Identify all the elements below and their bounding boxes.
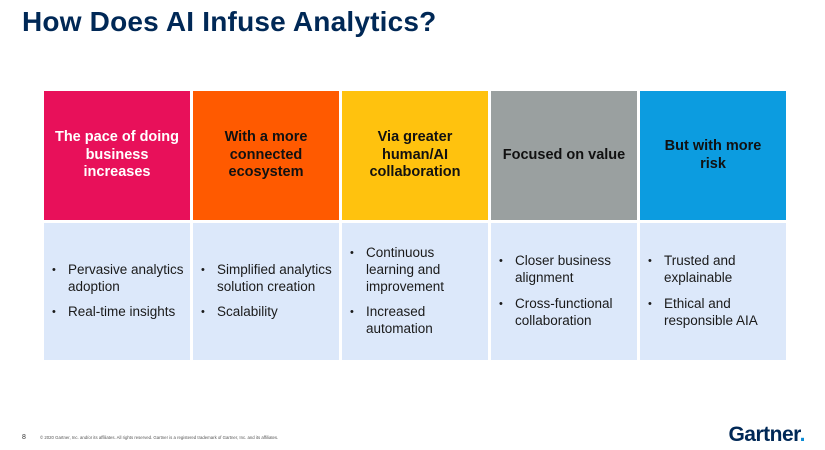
column: Focused on value Closer business alignme… <box>491 91 637 360</box>
column-body: Continuous learning and improvement Incr… <box>342 223 488 360</box>
bullet-list: Simplified analytics solution creation S… <box>199 253 333 331</box>
bullet-item: Continuous learning and improvement <box>348 245 482 296</box>
bullet-item: Real-time insights <box>50 304 184 321</box>
column-heading: The pace of doing business increases <box>44 91 190 220</box>
bullet-item: Trusted and explainable <box>646 253 780 287</box>
column: But with more risk Trusted and explainab… <box>640 91 786 360</box>
bullet-item: Closer business alignment <box>497 253 631 287</box>
bullet-item: Ethical and responsible AIA <box>646 296 780 330</box>
column-heading: Focused on value <box>491 91 637 220</box>
bullet-item: Cross-functional collaboration <box>497 296 631 330</box>
column-body: Simplified analytics solution creation S… <box>193 223 339 360</box>
column-heading: Via greater human/AI collaboration <box>342 91 488 220</box>
logo-text: Gartner <box>728 423 800 446</box>
bullet-list: Trusted and explainable Ethical and resp… <box>646 244 780 339</box>
column: Via greater human/AI collaboration Conti… <box>342 91 488 360</box>
column-body: Pervasive analytics adoption Real-time i… <box>44 223 190 360</box>
page-number: 8 <box>22 434 26 441</box>
bullet-item: Pervasive analytics adoption <box>50 262 184 296</box>
column-body: Closer business alignment Cross-function… <box>491 223 637 360</box>
logo-dot: . <box>799 423 806 446</box>
column-heading: But with more risk <box>640 91 786 220</box>
bullet-list: Continuous learning and improvement Incr… <box>348 236 482 347</box>
slide-title: How Does AI Infuse Analytics? <box>22 6 437 37</box>
bullet-item: Scalability <box>199 304 333 321</box>
column-body: Trusted and explainable Ethical and resp… <box>640 223 786 360</box>
column: The pace of doing business increases Per… <box>44 91 190 360</box>
column: With a more connected ecosystem Simplifi… <box>193 91 339 360</box>
bullet-list: Closer business alignment Cross-function… <box>497 244 631 339</box>
bullet-item: Simplified analytics solution creation <box>199 262 333 296</box>
column-heading: With a more connected ecosystem <box>193 91 339 220</box>
bullet-item: Increased automation <box>348 304 482 338</box>
gartner-logo: Gartner. <box>728 423 805 447</box>
bullet-list: Pervasive analytics adoption Real-time i… <box>50 253 184 331</box>
copyright-notice: © 2020 Gartner, Inc. and/or its affiliat… <box>40 435 279 440</box>
columns-grid: The pace of doing business increases Per… <box>44 91 786 360</box>
